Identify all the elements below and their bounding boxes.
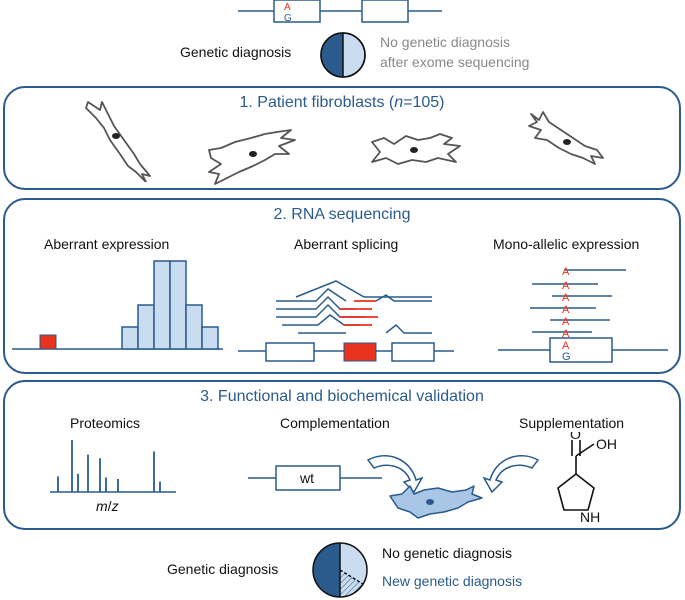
exon-1 xyxy=(265,342,315,362)
mz-axis-label: m/z xyxy=(96,498,119,514)
fibroblast-cell-2 xyxy=(208,129,296,185)
proteomics-label: Proteomics xyxy=(70,415,141,431)
fibroblast-cell-1 xyxy=(85,101,151,182)
expression-histogram xyxy=(12,260,223,350)
outlier-bar xyxy=(39,334,57,350)
exon-aberrant xyxy=(343,342,377,362)
mono-allelic-diagram: A A A A A A A G xyxy=(498,266,668,363)
bottom-new-diagnosis-label: New genetic diagnosis xyxy=(382,573,523,589)
panel2-title: 2. RNA sequencing xyxy=(273,206,411,223)
exon-allele-ref: G xyxy=(562,351,571,363)
histogram-bar xyxy=(169,260,187,350)
read-allele-6: A xyxy=(562,328,570,340)
top-pie-chart xyxy=(320,32,366,78)
read-allele-5: A xyxy=(562,316,570,328)
histogram-bar xyxy=(121,326,139,350)
histogram-bar xyxy=(185,304,203,350)
proline-o: O xyxy=(570,432,581,442)
mono-exon xyxy=(549,337,613,363)
supplementation-label: Supplementation xyxy=(519,415,625,431)
top-genetic-diagnosis-label: Genetic diagnosis xyxy=(180,44,292,60)
complemented-cell-icon xyxy=(389,485,483,519)
fibroblast-cell-3 xyxy=(371,133,461,165)
bottom-genetic-diagnosis-label: Genetic diagnosis xyxy=(167,561,279,577)
panel1-title: 1. Patient fibroblasts (n=105) xyxy=(239,94,445,111)
wt-label: wt xyxy=(299,470,314,486)
histogram-bar xyxy=(153,260,171,350)
bottom-pie-chart xyxy=(312,542,368,598)
panel3-title: 3. Functional and biochemical validation xyxy=(200,388,484,405)
arrow-left-icon xyxy=(366,455,424,494)
complementation-label: Complementation xyxy=(280,415,390,431)
aberrant-expression-label: Aberrant expression xyxy=(44,236,170,252)
bottom-no-diagnosis-label: No genetic diagnosis xyxy=(382,545,512,561)
top-allele-ref: G xyxy=(284,13,292,24)
exon-2 xyxy=(391,342,435,362)
panel-functional-validation: 3. Functional and biochemical validation xyxy=(3,380,681,530)
aberrant-splicing-label: Aberrant splicing xyxy=(294,236,399,252)
splicing-diagram xyxy=(238,280,454,362)
top-pie-diagnosed-slice xyxy=(321,33,343,77)
bottom-pie-diagnosed-slice xyxy=(313,543,340,597)
read-allele-4: A xyxy=(562,304,570,316)
proline-structure: O OH NH xyxy=(557,432,617,525)
read-allele-3: A xyxy=(562,292,570,304)
mono-allelic-label: Mono-allelic expression xyxy=(493,236,640,252)
fibroblast-cell-4 xyxy=(528,111,604,165)
top-no-diagnosis-line1: No genetic diagnosis xyxy=(380,34,510,50)
proline-oh: OH xyxy=(596,436,617,452)
arrow-right-icon xyxy=(482,455,540,494)
read-allele-1: A xyxy=(562,266,570,278)
proline-nh: NH xyxy=(580,509,600,525)
top-allele-alt: A xyxy=(284,2,291,13)
panel-patient-fibroblasts: 1. Patient fibroblasts (n=105) xyxy=(3,86,681,190)
histogram-bar xyxy=(201,326,219,350)
proteomics-spectrum xyxy=(50,440,176,493)
top-gene-model: A G xyxy=(238,0,442,24)
read-allele-2: A xyxy=(562,280,570,292)
panel-rna-sequencing: 2. RNA sequencing xyxy=(3,198,681,374)
exon-allele-alt: A xyxy=(562,340,570,352)
complementation-diagram: wt xyxy=(248,455,540,519)
wt-construct xyxy=(275,465,341,491)
top-no-diagnosis-line2: after exome sequencing xyxy=(380,54,530,70)
histogram-bar xyxy=(137,304,155,350)
